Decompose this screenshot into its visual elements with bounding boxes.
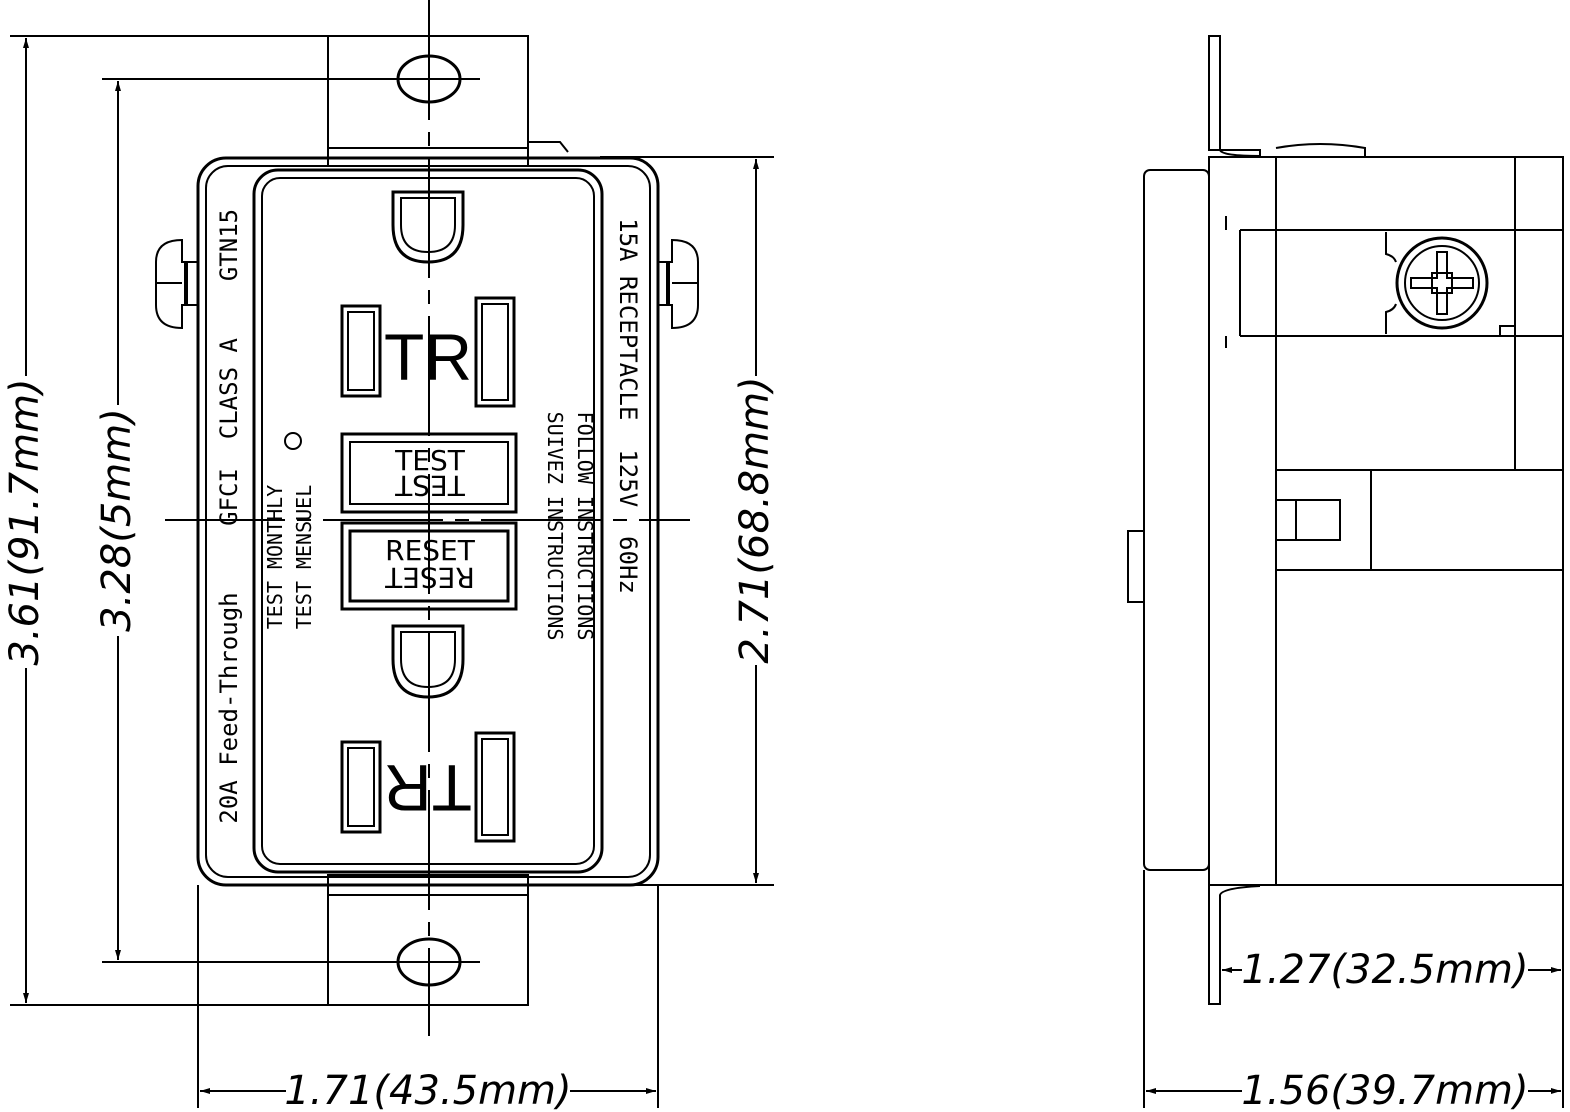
dim-face-height: 2.71(68.8mm) — [732, 376, 778, 663]
slot-upper-left — [340, 304, 382, 398]
label-model: GTN15 — [215, 209, 243, 281]
side-body — [1208, 156, 1564, 886]
dim-overall-height: 3.61(91.7mm) — [2, 378, 48, 665]
reset-button-label-inverted: RESET — [384, 561, 475, 594]
label-suivez-instructions: SUIVEZ INSTRUCTIONS — [543, 412, 567, 641]
side-dimensions — [1143, 870, 1564, 1108]
indicator-light — [284, 432, 302, 450]
front-dimensions — [10, 35, 774, 1108]
slot-lower-right — [474, 731, 516, 843]
label-feed-through: 20A Feed-Through — [215, 592, 243, 823]
label-gfci-class: GFCI CLASS A — [215, 338, 243, 526]
side-view — [1127, 35, 1564, 1005]
label-rating: 15A RECEPTACLE 125V 60Hz — [614, 218, 642, 594]
dim-hole-spacing: 3.28(5mm) — [94, 408, 140, 632]
label-test-mensuel: TEST MENSUEL — [292, 485, 316, 630]
front-view — [155, 0, 699, 1036]
side-strap — [1208, 35, 1261, 158]
slot-upper-right — [474, 296, 516, 408]
tr-mark-upper: TR — [384, 320, 472, 394]
label-test-monthly: TEST MONTHLY — [263, 485, 287, 630]
side-test-tab — [1275, 499, 1341, 541]
reset-button-label: RESET — [385, 534, 476, 567]
dim-depth-overall: 1.56(39.7mm) — [1241, 1068, 1528, 1112]
dim-depth-body: 1.27(32.5mm) — [1241, 947, 1528, 993]
dim-face-width: 1.71(43.5mm) — [284, 1068, 571, 1112]
test-button-label: TEST — [394, 444, 466, 477]
side-front-cover — [1143, 169, 1210, 871]
side-screw-right — [658, 238, 699, 330]
side-screw-left — [155, 238, 198, 330]
test-button-label-inverted: TEST — [394, 469, 466, 502]
tr-mark-lower: TR — [384, 751, 472, 825]
label-follow-instructions: FOLLOW INSTRUCTIONS — [573, 412, 597, 641]
slot-lower-left — [340, 740, 382, 834]
side-terminal-screw — [1395, 236, 1489, 330]
